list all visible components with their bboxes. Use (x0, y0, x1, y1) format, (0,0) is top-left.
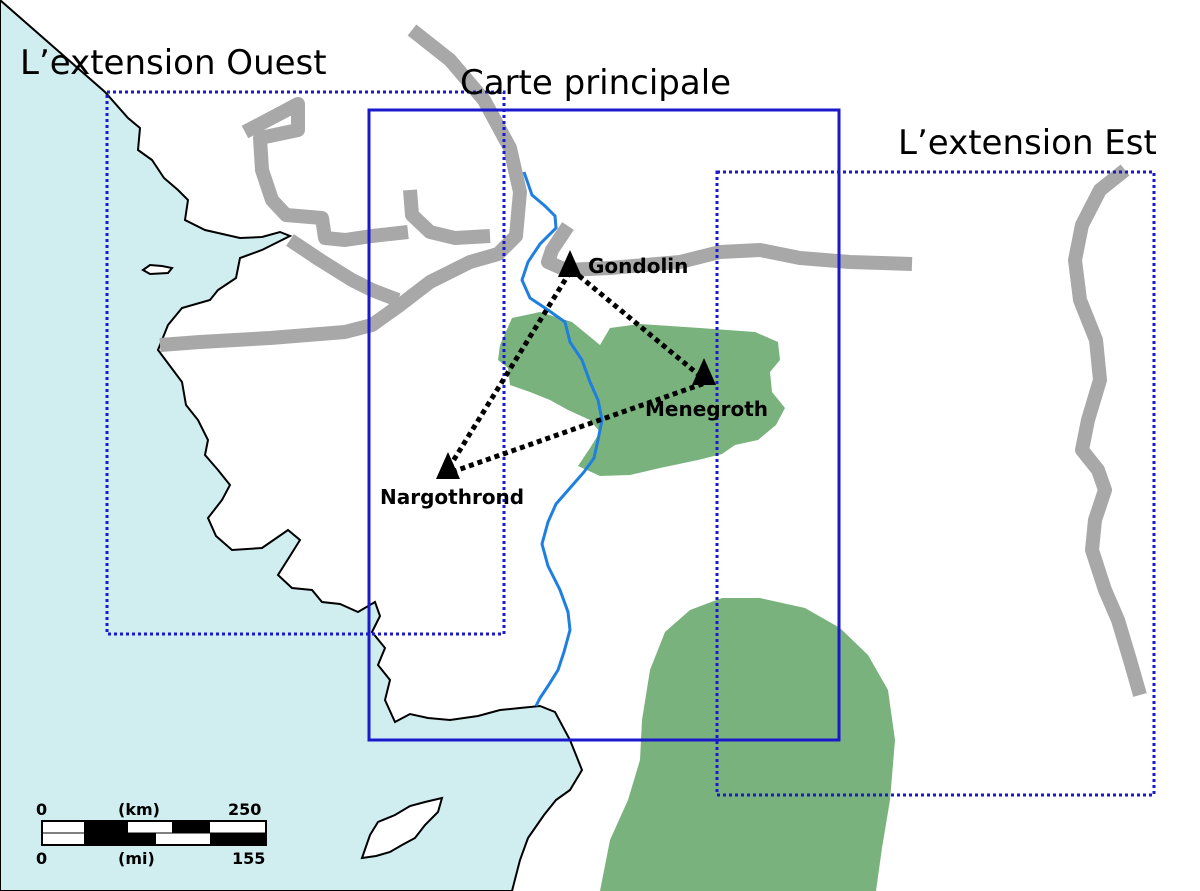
gondolin-label: Gondolin (588, 254, 688, 278)
scale-km-end: 250 (228, 800, 261, 819)
scale-mi-start: 0 (36, 849, 47, 868)
menegroth-label: Menegroth (645, 397, 768, 421)
west-extension-label: L’extension Ouest (20, 43, 327, 83)
mountain-range-spur (403, 189, 491, 245)
east-extension-label: L’extension Est (898, 123, 1157, 163)
sea-west (0, 0, 584, 891)
scale-km-seg-1 (84, 821, 128, 833)
island-small (141, 263, 174, 276)
scale-mi-end: 155 (232, 849, 265, 868)
scale-km-seg-2 (172, 821, 210, 833)
frame-east (715, 170, 1156, 797)
mountain-range-main (159, 24, 527, 352)
forest-south (600, 598, 895, 891)
frame-main (367, 108, 841, 742)
routes (447, 268, 707, 475)
menegroth-marker-icon[interactable] (692, 358, 716, 385)
route-gondolin-menegroth (570, 268, 707, 382)
river (520, 171, 604, 707)
main-map-label: Carte principale (460, 63, 731, 103)
scale-mi-seg-2 (210, 833, 266, 845)
scale-km-unit: (km) (118, 800, 160, 819)
route-gondolin-nargothrond (447, 270, 573, 468)
nargothrond-label: Nargothrond (380, 485, 524, 509)
frame-west (105, 90, 506, 636)
mountain-range-east (1068, 164, 1147, 697)
nargothrond-marker-icon[interactable] (436, 452, 460, 479)
scale-km-start: 0 (36, 800, 47, 819)
scale-bar: 0 (km) 250 0 (mi) 155 (36, 800, 267, 868)
mountain-range-east-arm (541, 222, 913, 277)
mountain-range-west-ridge (241, 97, 409, 247)
mountain-ranges (159, 24, 1147, 697)
island-south (360, 796, 444, 860)
scale-mi-seg-1 (84, 833, 156, 845)
gondolin-marker-icon[interactable] (558, 250, 582, 277)
forest-central (498, 312, 785, 476)
mountain-range-branch (286, 234, 401, 307)
scale-mi-unit: (mi) (118, 849, 155, 868)
